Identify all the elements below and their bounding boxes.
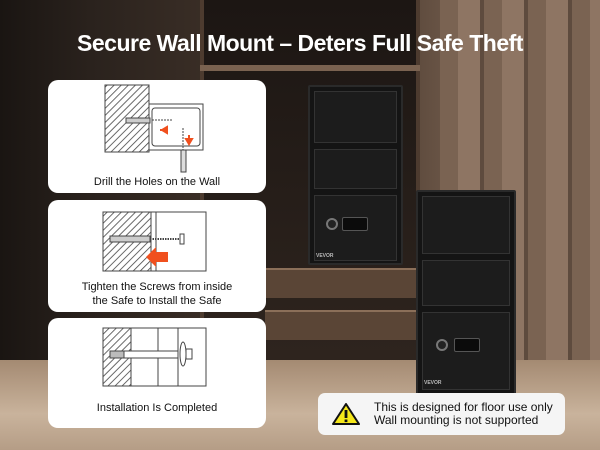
warning-icon — [332, 403, 360, 425]
completed-diagram — [102, 327, 207, 387]
floor-use-notice: This is designed for floor use only Wall… — [318, 393, 565, 435]
step-caption: Tighten the Screws from inside the Safe … — [81, 281, 233, 307]
step-caption: Drill the Holes on the Wall — [93, 176, 221, 188]
page-title: Secure Wall Mount – Deters Full Safe The… — [77, 30, 523, 56]
step-card-complete: Installation Is Completed — [48, 318, 266, 428]
drawer — [265, 310, 420, 340]
brand-logo: VEVOR — [424, 380, 442, 386]
drill-diagram — [104, 84, 204, 173]
drawer — [265, 268, 420, 298]
safe-back: VEVOR — [308, 85, 403, 265]
shelf — [200, 65, 420, 71]
step-caption: Installation Is Completed — [96, 402, 218, 414]
tighten-diagram — [102, 211, 207, 272]
step-card-drill: Drill the Holes on the Wall — [48, 80, 266, 193]
brand-logo: VEVOR — [316, 253, 334, 259]
notice-line-2: Wall mounting is not supported — [374, 413, 539, 427]
safe-front: VEVOR — [416, 190, 516, 395]
step-card-tighten: Tighten the Screws from inside the Safe … — [48, 200, 266, 312]
notice-line-1: This is designed for floor use only — [374, 400, 553, 414]
